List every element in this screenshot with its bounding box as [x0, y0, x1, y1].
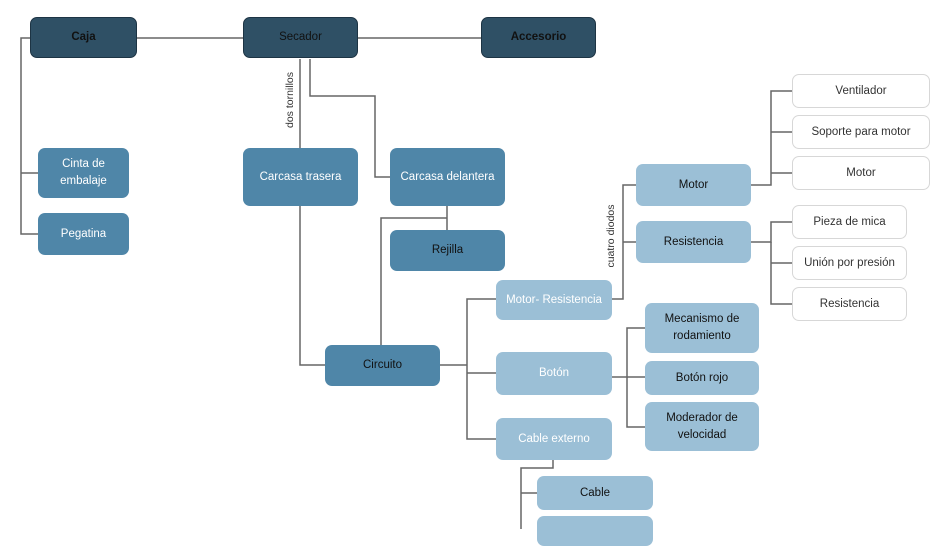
node-resistencia-group[interactable]: Resistencia — [636, 221, 751, 263]
node-cable-externo[interactable]: Cable externo — [496, 418, 612, 460]
node-accesorio[interactable]: Accesorio — [481, 17, 596, 58]
node-union-por-presion[interactable]: Unión por presión — [792, 246, 907, 280]
connector-resistencia-union — [770, 242, 792, 305]
node-mecanismo-de-rodamiento[interactable]: Mecanismo de rodamiento — [645, 303, 759, 353]
node-carcasa-trasera[interactable]: Carcasa trasera — [243, 148, 358, 206]
node-resistencia-part[interactable]: Resistencia — [792, 287, 907, 321]
node-cinta-de-embalaje[interactable]: Cinta de embalaje — [38, 148, 129, 198]
node-cable-partial[interactable] — [537, 516, 653, 546]
node-secador[interactable]: Secador — [243, 17, 358, 58]
node-soporte-para-motor[interactable]: Soporte para motor — [792, 115, 930, 149]
assembly-diagram: Caja Secador Accesorio Cinta de embalaje… — [20, 17, 930, 546]
node-ventilador[interactable]: Ventilador — [792, 74, 930, 108]
node-moderador-de-velocidad[interactable]: Moderador de velocidad — [645, 402, 759, 451]
edge-label-dos-tornillos: dos tornillos — [284, 71, 296, 129]
connector-rejilla-circuito — [380, 217, 447, 345]
connector-boton-children — [612, 327, 645, 378]
connector-motor-children — [751, 90, 792, 186]
node-cable[interactable]: Cable — [537, 476, 653, 510]
connector-lines — [20, 37, 792, 529]
node-boton-rojo[interactable]: Botón rojo — [645, 361, 759, 395]
connector-secador-carcasa-delantera — [309, 59, 390, 178]
node-circuito[interactable]: Circuito — [325, 345, 440, 386]
node-caja[interactable]: Caja — [30, 17, 137, 58]
node-boton[interactable]: Botón — [496, 352, 612, 395]
node-pegatina[interactable]: Pegatina — [38, 213, 129, 255]
node-rejilla[interactable]: Rejilla — [390, 230, 505, 271]
node-motor-resistencia[interactable]: Motor- Resistencia — [496, 280, 612, 320]
node-motor-part[interactable]: Motor — [792, 156, 930, 190]
node-motor[interactable]: Motor — [636, 164, 751, 206]
connector-caja-children — [20, 37, 38, 235]
connector-boton-moderador — [626, 377, 645, 428]
connector-cable-externo-children — [520, 460, 554, 529]
connector-circuito-children — [466, 298, 496, 440]
node-pieza-de-mica[interactable]: Pieza de mica — [792, 205, 907, 239]
connector-resistencia-children — [751, 221, 792, 243]
node-carcasa-delantera[interactable]: Carcasa delantera — [390, 148, 505, 206]
connector-carcasa-trasera-circuito — [299, 206, 325, 366]
edge-label-cuatro-diodos: cuatro diodos — [605, 204, 617, 268]
